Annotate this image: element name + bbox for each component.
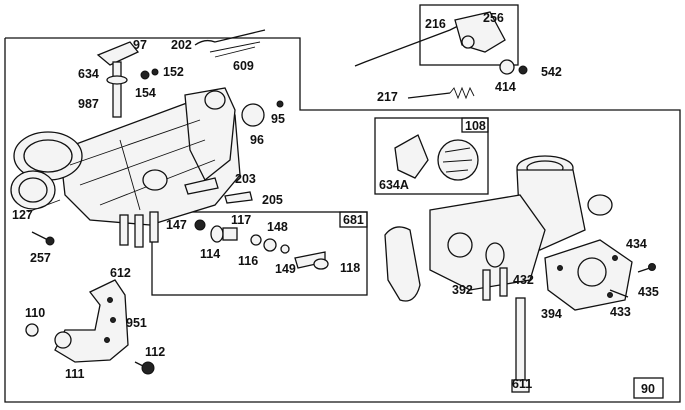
callout-127: 127 (12, 208, 33, 222)
callout-114: 114 (200, 247, 220, 261)
callout-110: 110 (25, 306, 45, 320)
callout-612: 612 (110, 266, 131, 280)
label-box-90 (633, 377, 664, 399)
callout-435: 435 (638, 285, 659, 299)
callout-216: 216 (425, 17, 446, 31)
callout-257: 257 (30, 251, 51, 265)
callout-414: 414 (495, 80, 516, 94)
callout-951: 951 (126, 316, 147, 330)
linkage-609 (209, 41, 261, 58)
bolt-257 (31, 231, 55, 246)
callout-392: 392 (452, 283, 473, 297)
callout-609: 609 (233, 59, 254, 73)
box-681-parts (194, 219, 329, 270)
screw-205 (224, 191, 253, 204)
washer-414 (499, 59, 515, 75)
carburetor-body-left (10, 87, 241, 248)
callout-112: 112 (145, 345, 165, 359)
bolt-611 (511, 297, 530, 393)
box-681 (151, 211, 368, 296)
callout-987: 987 (78, 97, 99, 111)
screw-435 (637, 263, 656, 273)
label-box-681 (339, 211, 368, 228)
callout-634A: 634A (379, 178, 409, 192)
callout-542: 542 (541, 65, 562, 79)
governor-link-202 (194, 29, 266, 46)
callout-97: 97 (133, 38, 147, 52)
main-frame-outline (4, 37, 681, 403)
float-bowl-cover-434 (544, 239, 633, 311)
linkage-216-256 (354, 11, 506, 67)
callout-118: 118 (340, 261, 360, 275)
callout-147: 147 (166, 218, 187, 232)
part-95-screw (276, 100, 284, 108)
callout-394: 394 (541, 307, 562, 321)
throttle-shaft-part (96, 41, 159, 118)
callout-217: 217 (377, 90, 398, 104)
callout-256: 256 (483, 11, 504, 25)
callout-152: 152 (163, 65, 184, 79)
clip-111 (54, 331, 72, 349)
callout-634: 634 (78, 67, 99, 81)
callout-111: 111 (65, 367, 85, 381)
callout-96: 96 (250, 133, 264, 147)
callout-108: 108 (465, 119, 486, 133)
label-box-108 (461, 117, 489, 133)
callout-611: 611 (512, 377, 532, 391)
callout-90: 90 (641, 382, 655, 396)
nut-542 (518, 65, 528, 75)
callout-149: 149 (275, 262, 296, 276)
callout-154: 154 (135, 86, 156, 100)
callout-117: 117 (231, 213, 251, 227)
needle-203 (184, 177, 219, 195)
screw-110 (25, 323, 39, 337)
bracket-951 (54, 279, 129, 363)
spring-217 (407, 86, 475, 100)
screw-112 (134, 361, 155, 375)
callout-432: 432 (513, 273, 534, 287)
pin-433 (609, 289, 629, 298)
carburetor-body-right (384, 155, 613, 302)
callout-202: 202 (171, 38, 192, 52)
callout-148: 148 (267, 220, 288, 234)
callout-434: 434 (626, 237, 647, 251)
callout-116: 116 (238, 254, 258, 268)
callout-203: 203 (235, 172, 256, 186)
callout-681: 681 (343, 213, 364, 227)
part-96-disc (241, 103, 265, 127)
leader-127 (27, 199, 61, 213)
box-108-parts (394, 134, 479, 181)
callout-205: 205 (262, 193, 283, 207)
box-108 (374, 117, 489, 195)
linkage-inset-box (419, 4, 519, 66)
callout-433: 433 (610, 305, 631, 319)
callout-95: 95 (271, 112, 285, 126)
